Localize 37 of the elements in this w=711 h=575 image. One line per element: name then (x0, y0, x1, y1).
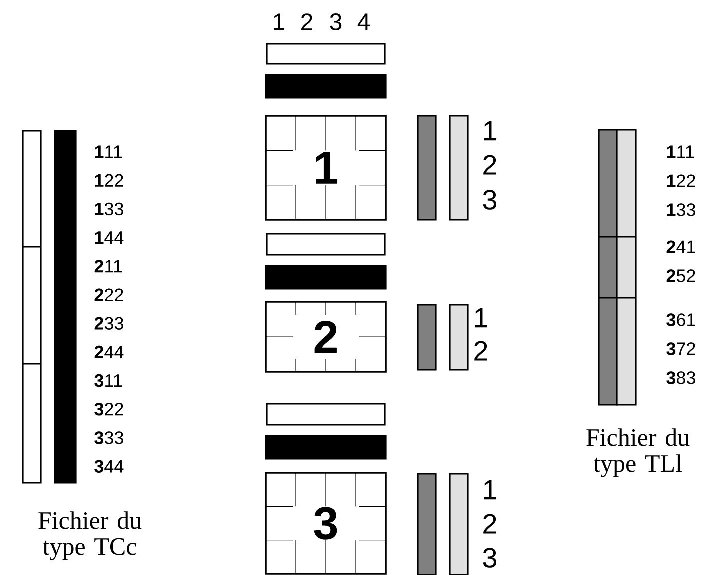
row-number: 1 (484, 480, 496, 500)
row-label: 252 (666, 270, 696, 282)
row-label: 244 (94, 346, 124, 358)
row-label: 344 (94, 460, 124, 473)
row-number: 3 (483, 548, 497, 568)
row-label: 233 (94, 317, 124, 330)
block-box: 1 (265, 115, 387, 221)
row-number: 3 (483, 190, 497, 210)
caption: Fichier du type TCc (38, 512, 142, 560)
caption: Fichier du type TLl (586, 428, 690, 478)
row-label: 122 (95, 174, 124, 187)
row-number: 2 (484, 514, 496, 534)
row-number: 2 (484, 155, 496, 175)
row-number: 1 (475, 308, 488, 328)
row-label: 144 (95, 232, 124, 244)
row-label: 333 (94, 432, 124, 444)
row-label: 133 (667, 204, 696, 216)
row-label: 111 (95, 146, 122, 158)
row-label: 311 (94, 374, 122, 388)
row-label: 211 (94, 260, 122, 273)
row-label: 222 (94, 288, 124, 302)
row-label: 383 (666, 372, 696, 384)
block-box: 3 (265, 472, 387, 575)
row-label: 111 (667, 146, 694, 158)
row-label: 372 (666, 342, 696, 356)
column-number: 3 (330, 14, 342, 30)
row-label: 122 (667, 174, 696, 188)
column-number: 1 (274, 14, 284, 30)
row-label: 241 (666, 240, 696, 254)
row-label: 361 (666, 314, 696, 326)
row-label: 133 (95, 202, 124, 216)
column-number: 2 (302, 14, 312, 30)
row-label: 322 (94, 403, 124, 416)
row-number: 2 (474, 341, 488, 361)
block-box: 2 (265, 301, 387, 373)
row-number: 1 (484, 121, 496, 141)
column-number: 4 (358, 14, 370, 30)
